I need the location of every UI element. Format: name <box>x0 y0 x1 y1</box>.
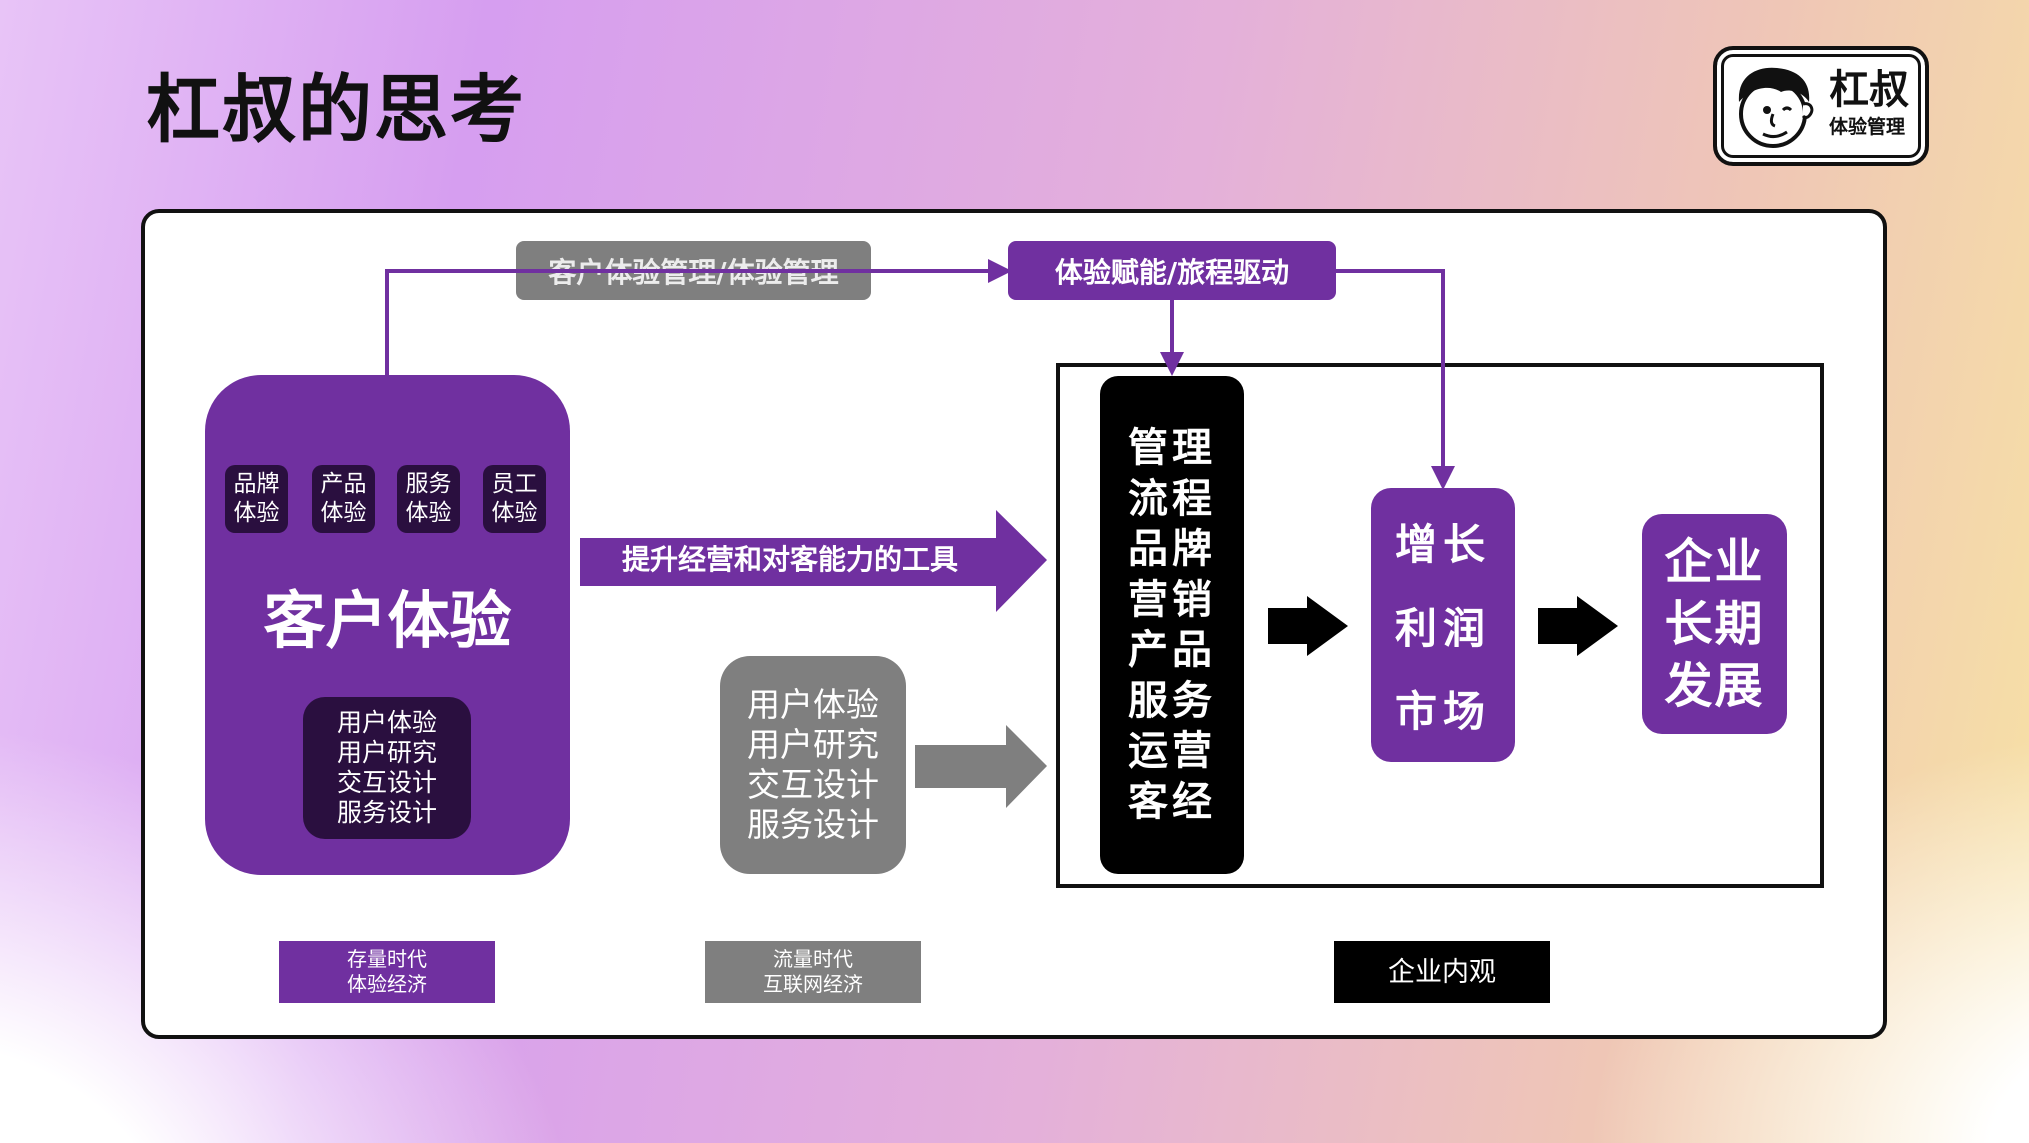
page-title: 杠叔的思考 <box>146 67 526 153</box>
list-item: 客经 <box>1128 778 1216 825</box>
traffic-era-box: 用户体验 用户研究 交互设计 服务设计 <box>720 656 906 874</box>
chip-line: 体验 <box>233 500 280 526</box>
cx-management-label: 客户体验管理/体验管理 <box>516 241 871 300</box>
footer-stock-era: 存量时代 体验经济 <box>279 941 495 1003</box>
chip-brand-experience: 品牌 体验 <box>225 465 288 533</box>
list-item: 利润 <box>1394 603 1491 653</box>
cartoon-face-icon <box>1738 67 1814 148</box>
chip-line: 服务 <box>405 471 452 497</box>
list-item: 服务设计 <box>336 798 437 827</box>
list-item: 增长 <box>1394 519 1491 569</box>
list-item: 管理 <box>1128 425 1216 471</box>
list-item: 发展 <box>1664 658 1765 714</box>
chip-line: 员工 <box>491 471 538 497</box>
logo-subtitle: 体验管理 <box>1829 116 1906 138</box>
list-item: 品牌 <box>1128 526 1216 572</box>
empowerment-label: 体验赋能/旅程驱动 <box>1008 241 1336 300</box>
list-item: 交互设计 <box>336 768 437 797</box>
list-item: 交互设计 <box>747 765 879 804</box>
enterprise-functions-column: 管理 流程 品牌 营销 产品 服务 运营 客经 <box>1100 376 1244 874</box>
footer-line: 互联网经济 <box>763 972 863 996</box>
chip-line: 产品 <box>320 471 367 497</box>
chip-line: 体验 <box>491 500 538 526</box>
footer-line: 体验经济 <box>347 972 427 996</box>
long-term-development-box: 企业 长期 发展 <box>1642 514 1787 734</box>
list-item: 流程 <box>1128 475 1216 522</box>
list-item: 用户研究 <box>747 725 879 764</box>
list-item: 企业 <box>1664 534 1765 590</box>
list-item: 产品 <box>1128 627 1216 673</box>
footer-line: 流量时代 <box>773 947 853 971</box>
customer-experience-box: 品牌 体验 产品 体验 服务 体验 员工 体验 客户体验 用户体验 用户研究 交… <box>205 375 570 875</box>
list-item: 营销 <box>1128 576 1216 623</box>
list-item: 市场 <box>1394 687 1491 737</box>
logo-name: 杠叔 <box>1829 67 1909 113</box>
chip-line: 体验 <box>405 500 452 526</box>
cx-sub-list: 用户体验 用户研究 交互设计 服务设计 <box>303 697 471 839</box>
list-item: 用户研究 <box>336 738 437 767</box>
customer-experience-title: 客户体验 <box>263 584 512 657</box>
chip-line: 品牌 <box>233 471 280 497</box>
list-item: 用户体验 <box>336 708 437 737</box>
chip-service-experience: 服务 体验 <box>397 465 460 533</box>
brand-logo: 杠叔 体验管理 <box>1713 46 1929 166</box>
footer-enterprise-view: 企业内观 <box>1334 941 1550 1003</box>
footer-traffic-era: 流量时代 互联网经济 <box>705 941 921 1003</box>
tool-arrow-label: 提升经营和对客能力的工具 <box>621 543 958 576</box>
list-item: 长期 <box>1664 596 1765 652</box>
list-item: 用户体验 <box>747 685 879 724</box>
list-item: 服务设计 <box>747 805 879 844</box>
chip-line: 体验 <box>320 500 367 526</box>
list-item: 服务 <box>1128 677 1216 724</box>
chip-employee-experience: 员工 体验 <box>483 465 546 533</box>
list-item: 运营 <box>1128 728 1216 774</box>
growth-box: 增长 利润 市场 <box>1371 488 1515 762</box>
chip-product-experience: 产品 体验 <box>312 465 375 533</box>
footer-line: 存量时代 <box>347 947 427 971</box>
